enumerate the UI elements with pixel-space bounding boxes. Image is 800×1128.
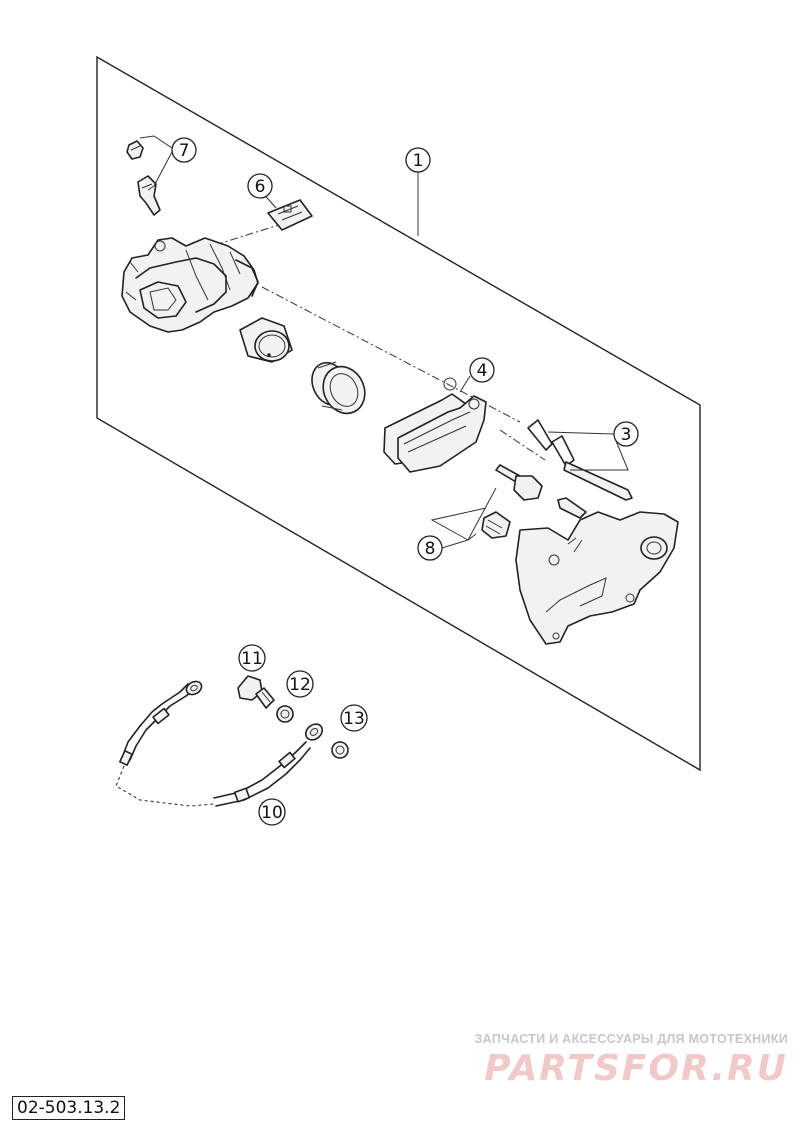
- label-13: 13: [340, 704, 368, 732]
- caliper-housing: [121, 237, 259, 333]
- svg-text:8: 8: [425, 539, 436, 559]
- washer-13: [331, 741, 349, 759]
- reference-code: 02-503.13.2: [12, 1096, 126, 1120]
- watermark-brand: PARTSFOR.RU: [484, 1048, 788, 1089]
- bleeder-cap: [126, 140, 144, 160]
- piston: [239, 317, 293, 363]
- label-4: 4: [469, 357, 495, 383]
- label-6: 6: [247, 173, 273, 199]
- washer-12: [276, 705, 294, 723]
- slide-bolt-upper: [495, 464, 543, 501]
- svg-text:10: 10: [261, 803, 283, 823]
- assembly-axis-pins: [499, 429, 546, 461]
- caliper-bracket: [515, 511, 679, 645]
- watermark: ЗАПЧАСТИ И АКСЕССУАРЫ ДЛЯ МОТОТЕХНИКИ PA…: [475, 1032, 788, 1089]
- leader-lines: [139, 135, 629, 809]
- svg-text:4: 4: [477, 361, 488, 381]
- svg-text:1: 1: [413, 151, 424, 171]
- slide-bolt-boot: [481, 511, 511, 539]
- slide-bolt-lower: [557, 497, 587, 519]
- assembly-axis-pad: [214, 223, 283, 246]
- piston-seal: [311, 361, 366, 415]
- brake-hose: [115, 680, 324, 807]
- svg-text:12: 12: [289, 675, 311, 695]
- label-1: 1: [405, 147, 431, 173]
- pad-pin-and-clips: [527, 419, 633, 501]
- brake-pads: [383, 377, 487, 473]
- label-12: 12: [286, 670, 314, 698]
- svg-text:13: 13: [343, 709, 365, 729]
- label-11: 11: [238, 644, 266, 672]
- svg-text:11: 11: [241, 649, 263, 669]
- label-3: 3: [613, 421, 639, 447]
- watermark-subtitle: ЗАПЧАСТИ И АКСЕССУАРЫ ДЛЯ МОТОТЕХНИКИ: [474, 1032, 788, 1046]
- banjo-bolt: [237, 675, 275, 709]
- label-7: 7: [171, 137, 197, 163]
- label-10: 10: [258, 798, 286, 826]
- svg-text:6: 6: [255, 177, 266, 197]
- svg-text:3: 3: [621, 425, 632, 445]
- svg-text:7: 7: [179, 141, 190, 161]
- assembly-frame: [96, 55, 701, 772]
- label-8: 8: [417, 535, 443, 561]
- pad-retainer: [267, 199, 313, 231]
